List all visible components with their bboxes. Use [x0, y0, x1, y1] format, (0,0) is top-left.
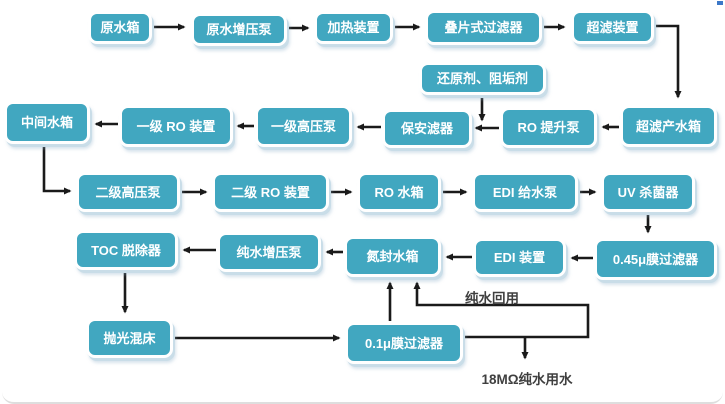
page-bottom-edge	[2, 392, 723, 404]
arrow-recycle-return	[413, 281, 590, 339]
node-ro-lift-pump: RO 提升泵	[500, 107, 597, 148]
node-membrane-filter-01: 0.1μ膜过滤器	[345, 322, 463, 364]
node-uf-unit: 超滤装置	[571, 10, 654, 44]
node-stage1-hp-pump: 一级高压泵	[255, 105, 352, 147]
node-security-filter: 保安滤器	[382, 109, 472, 148]
node-edi-feed-pump: EDI 给水泵	[472, 172, 578, 212]
node-nitrogen-seal-tank: 氮封水箱	[344, 236, 441, 277]
node-ro-tank: RO 水箱	[357, 172, 441, 212]
node-polishing-mixed-bed: 抛光混床	[86, 318, 173, 358]
node-uv-sterilizer: UV 杀菌器	[601, 172, 695, 212]
screen-artifact	[717, 1, 723, 5]
node-toc-remover: TOC 脱除器	[74, 230, 178, 270]
node-stage1-ro-unit: 一级 RO 装置	[119, 105, 233, 147]
node-stage2-ro-unit: 二级 RO 装置	[212, 172, 329, 212]
node-heater-unit: 加热装置	[314, 11, 393, 44]
node-membrane-filter-045: 0.45μ膜过滤器	[594, 238, 717, 280]
node-edi-unit: EDI 装置	[473, 238, 566, 277]
label-pure-water-recycle: 纯水回用	[465, 291, 519, 306]
arrow-uf-ufproducttank	[654, 24, 682, 99]
node-raw-booster-pump: 原水增压泵	[191, 13, 287, 46]
node-chemical-dosing: 还原剂、阻垢剂	[419, 62, 546, 95]
arrow-middletank-hppump2	[42, 144, 72, 195]
node-stage2-hp-pump: 二级高压泵	[76, 172, 180, 212]
node-disc-filter: 叠片式过滤器	[425, 10, 542, 45]
node-uf-product-tank: 超滤产水箱	[620, 105, 717, 147]
label-18mohm-use-point: 18MΩ纯水用水	[481, 372, 573, 387]
node-pure-booster-pump: 纯水增压泵	[217, 232, 321, 272]
node-raw-water-tank: 原水箱	[88, 11, 152, 44]
node-middle-tank: 中间水箱	[4, 101, 90, 144]
